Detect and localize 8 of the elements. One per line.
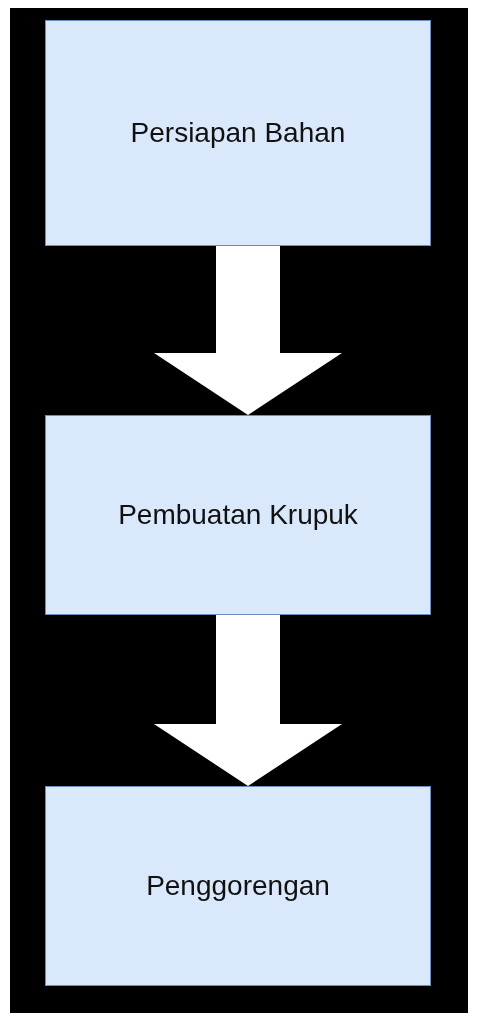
block-arrow xyxy=(154,246,342,415)
process-box xyxy=(45,415,431,615)
process-box xyxy=(45,20,431,246)
block-arrow xyxy=(154,615,342,786)
step-label: Penggorengan xyxy=(146,869,330,903)
step-label: Persiapan Bahan xyxy=(130,116,346,150)
step-label: Pembuatan Krupuk xyxy=(118,498,358,532)
process-box xyxy=(45,786,431,986)
